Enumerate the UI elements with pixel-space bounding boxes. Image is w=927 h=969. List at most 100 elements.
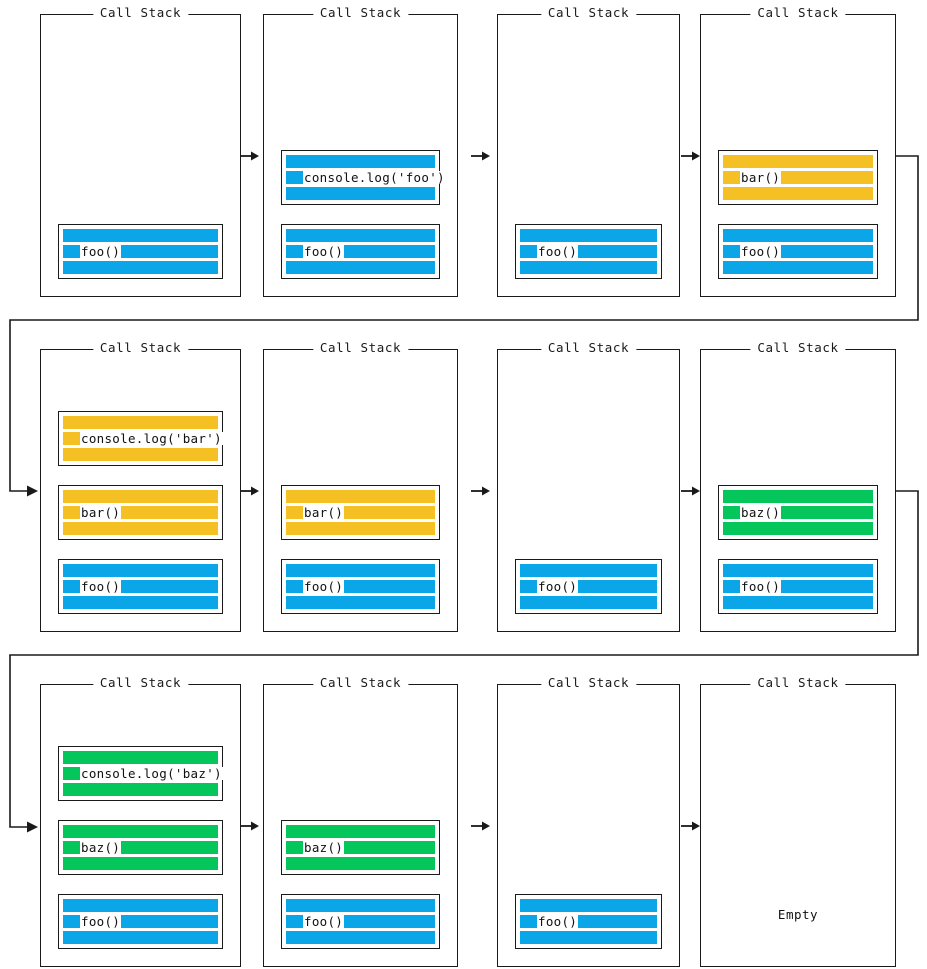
right-arrow-icon: [681, 150, 701, 162]
frame-label: foo(): [537, 579, 579, 594]
frame-bar-bottom: [286, 857, 435, 870]
frame-bar-bottom: [286, 931, 435, 944]
stack-frame: foo(): [281, 894, 440, 949]
stack-frame: baz(): [58, 820, 223, 875]
frame-bar-top: [63, 229, 218, 242]
frame-bar-bottom: [63, 596, 218, 609]
frame-label: console.log('foo'): [303, 170, 446, 185]
frame-indent-nub: [63, 915, 80, 928]
frame-bar-bottom: [63, 261, 218, 274]
right-arrow-icon: [681, 820, 701, 832]
stack-frame: foo(): [515, 224, 662, 279]
call-stack-panel-step-1: Call Stack foo(): [40, 6, 241, 297]
stack-frame: console.log('baz'): [58, 746, 223, 801]
frame-bar-tail: [344, 915, 435, 928]
frame-bar-tail: [121, 245, 218, 258]
frame-bars: foo(): [63, 229, 218, 274]
stack-frame: bar(): [58, 485, 223, 540]
frame-indent-nub: [63, 245, 80, 258]
frame-bar-bottom: [63, 857, 218, 870]
frame-label: foo(): [740, 244, 782, 259]
call-stack-panel-step-4: Call Stack bar() foo(): [700, 6, 896, 297]
frame-indent-nub: [286, 580, 303, 593]
frame-bar-middle: baz(): [63, 841, 218, 854]
frame-bars: foo(): [520, 229, 657, 274]
frame-bar-tail: [344, 506, 435, 519]
frame-bars: bar(): [63, 490, 218, 535]
right-arrow-icon: [471, 150, 491, 162]
wrap-connector-row2: [9, 490, 919, 828]
frame-indent-nub: [63, 580, 80, 593]
frame-bar-middle: bar(): [63, 506, 218, 519]
stack-frames: foo(): [498, 559, 679, 631]
frame-indent-nub: [723, 580, 740, 593]
right-arrow-icon: [240, 820, 260, 832]
stack-frames: bar() foo(): [264, 485, 457, 631]
frame-bar-bottom: [63, 931, 218, 944]
stack-frames: baz() foo(): [701, 485, 895, 631]
frame-label: foo(): [537, 244, 579, 259]
frame-indent-nub: [286, 171, 303, 184]
stack-frame: foo(): [281, 559, 440, 614]
frame-bars: console.log('bar'): [63, 416, 223, 461]
frame-bar-bottom: [286, 261, 435, 274]
stack-frames: foo(): [498, 224, 679, 296]
frame-bar-top: [286, 490, 435, 503]
frame-bars: foo(): [723, 564, 873, 609]
panel-title: Call Stack: [750, 341, 846, 355]
frame-bar-middle: foo(): [520, 580, 657, 593]
frame-bar-middle: foo(): [63, 915, 218, 928]
frame-bar-middle: console.log('baz'): [63, 767, 223, 780]
stack-frame: foo(): [58, 894, 223, 949]
frame-bar-tail: [121, 915, 218, 928]
frame-bar-middle: foo(): [286, 580, 435, 593]
frame-bar-middle: foo(): [63, 245, 218, 258]
frame-bar-bottom: [63, 522, 218, 535]
frame-bar-middle: console.log('bar'): [63, 432, 223, 445]
frame-bar-tail: [781, 245, 873, 258]
frame-bar-bottom: [63, 448, 218, 461]
frame-indent-nub: [286, 506, 303, 519]
frame-bar-middle: foo(): [520, 915, 657, 928]
frame-label: foo(): [80, 914, 122, 929]
frame-bar-middle: baz(): [723, 506, 873, 519]
stack-frame: bar(): [718, 150, 878, 205]
call-stack-panel-step-11: Call Stack foo(): [497, 676, 680, 967]
frame-bar-bottom: [286, 596, 435, 609]
frame-bar-tail: [344, 841, 435, 854]
frame-bar-middle: bar(): [286, 506, 435, 519]
panel-title: Call Stack: [540, 6, 637, 20]
frame-bar-middle: foo(): [286, 915, 435, 928]
frame-bars: console.log('baz'): [63, 751, 223, 796]
frame-bar-middle: foo(): [723, 245, 873, 258]
frame-indent-nub: [520, 915, 537, 928]
panel-title: Call Stack: [92, 6, 189, 20]
frame-bars: bar(): [286, 490, 435, 535]
diagram-row-3: Call Stack console.log('baz')baz()foo() …: [0, 676, 927, 968]
frame-bar-tail: [578, 915, 657, 928]
frame-indent-nub: [286, 841, 303, 854]
stack-frame: console.log('foo'): [281, 150, 446, 205]
panel-title: Call Stack: [750, 676, 846, 690]
frame-bar-bottom: [520, 261, 657, 274]
frame-bars: baz(): [286, 825, 435, 870]
frame-label: console.log('bar'): [80, 431, 223, 446]
frame-bar-top: [520, 564, 657, 577]
frame-bars: foo(): [286, 564, 435, 609]
frame-label: foo(): [537, 914, 579, 929]
frame-bar-middle: bar(): [723, 171, 873, 184]
frame-indent-nub: [286, 245, 303, 258]
call-stack-panel-step-12: Call Stack Empty: [700, 676, 896, 967]
frame-bar-tail: [121, 506, 218, 519]
frame-bar-bottom: [63, 783, 218, 796]
frame-label: baz(): [80, 840, 122, 855]
call-stack-panel-step-10: Call Stack baz()foo(): [263, 676, 458, 967]
frame-bars: baz(): [63, 825, 218, 870]
frame-bars: baz(): [723, 490, 873, 535]
frame-label: bar(): [303, 505, 345, 520]
frame-bar-top: [286, 155, 435, 168]
frame-bars: foo(): [63, 564, 218, 609]
panel-title: Call Stack: [750, 6, 846, 20]
panel-title: Call Stack: [312, 6, 409, 20]
